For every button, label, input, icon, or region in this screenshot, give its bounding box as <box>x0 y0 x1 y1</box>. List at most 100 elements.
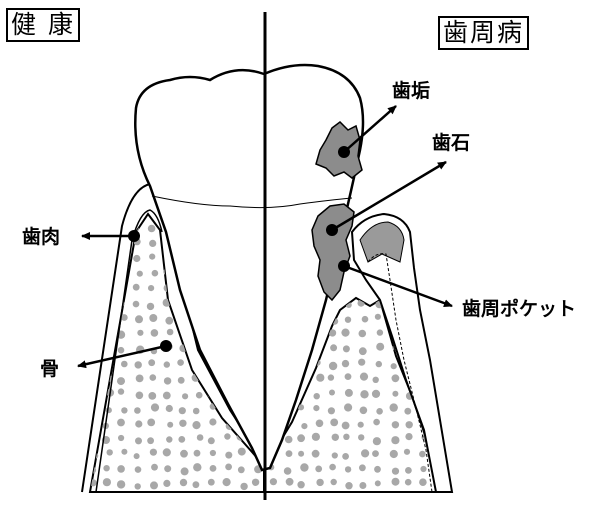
bone-label: 骨 <box>40 358 59 380</box>
bone-dot-texture <box>151 464 158 471</box>
pocket-label: 歯周ポケット <box>462 298 576 320</box>
bone-dot-texture <box>121 449 127 455</box>
bone-dot-texture <box>90 375 98 383</box>
bone-dot-texture <box>360 390 368 398</box>
bone-dot-texture <box>178 377 185 384</box>
bone-dot-texture <box>298 451 304 457</box>
bone-dot-texture <box>106 227 114 235</box>
bone-dot-texture <box>149 240 156 247</box>
bone-dot-texture <box>314 393 320 399</box>
bone-dot-texture <box>375 480 381 486</box>
bone-dot-texture <box>406 421 413 428</box>
bone-dot-texture <box>286 478 294 486</box>
bone-dot-texture <box>103 478 111 486</box>
bone-dot-texture <box>102 496 109 502</box>
bone-dot-texture <box>177 493 185 501</box>
bone-dot-texture <box>362 316 369 323</box>
bone-dot-texture <box>117 377 125 385</box>
bone-dot-texture <box>89 345 97 353</box>
bone-dot-texture <box>150 374 157 381</box>
bone-dot-texture <box>103 465 109 471</box>
bone-dot-texture <box>434 378 441 385</box>
bone-dot-texture <box>328 407 335 414</box>
bone-dot-texture <box>404 210 412 218</box>
bone-dot-texture <box>103 238 111 246</box>
bone-dot-texture <box>419 451 426 458</box>
bone-dot-texture <box>238 448 246 456</box>
bone-dot-texture <box>192 421 200 429</box>
bone-dot-texture <box>347 272 355 280</box>
bone-dot-texture <box>208 391 215 398</box>
bone-dot-texture <box>435 317 443 325</box>
bone-dot-texture <box>166 498 173 502</box>
plaque-label: 歯垢 <box>392 80 430 102</box>
bone-dot-texture <box>148 285 154 291</box>
bone-dot-texture <box>390 450 398 458</box>
bone-dot-texture <box>376 408 383 415</box>
bone-dot-texture <box>297 496 305 502</box>
bone-dot-texture <box>330 419 338 427</box>
bone-dot-texture <box>390 403 398 411</box>
bone-dot-texture <box>166 436 172 442</box>
bone-dot-texture <box>375 314 381 320</box>
bone-dot-texture <box>421 300 428 307</box>
bone-dot-texture <box>373 419 380 426</box>
bone-dot-texture <box>313 405 319 411</box>
bone-dot-texture <box>118 435 124 441</box>
bone-dot-texture <box>345 466 351 472</box>
bone-dot-texture <box>148 392 156 400</box>
bone-dot-texture <box>149 494 155 500</box>
bone-dot-texture <box>135 466 142 473</box>
bone-dot-texture <box>359 347 367 355</box>
bone-dot-texture <box>252 479 259 486</box>
gum-label: 歯肉 <box>22 226 60 248</box>
bone-dot-texture <box>344 403 352 411</box>
bone-dot-texture <box>360 373 368 381</box>
bone-dot-texture <box>133 255 140 262</box>
bone-dot-texture <box>420 210 427 217</box>
bone-dot-texture <box>209 418 216 425</box>
bone-dot-texture <box>405 479 412 486</box>
bone-dot-texture <box>392 391 398 397</box>
bone-dot-texture <box>148 359 155 366</box>
bone-dot-texture <box>332 452 338 458</box>
bone-dot-texture <box>374 466 381 473</box>
bone-dot-texture <box>210 450 216 456</box>
calculus-dot <box>326 224 338 236</box>
bone-dot-texture <box>391 363 397 369</box>
bone-dot-texture <box>240 483 247 490</box>
pocket-dot <box>338 260 350 272</box>
bone-dot-texture <box>253 496 259 502</box>
bone-dot-texture <box>223 478 231 486</box>
healthy-panel-title: 健 康 <box>6 8 80 42</box>
bone-dot-texture <box>225 498 231 503</box>
bone-dot-texture <box>373 437 381 445</box>
bone-dot-texture <box>193 481 200 488</box>
bone-dot-texture <box>358 359 365 366</box>
bone-dot-texture <box>341 329 349 337</box>
bone-dot-texture <box>135 437 142 444</box>
bone-dot-texture <box>91 254 98 261</box>
bone-dot-texture <box>391 436 399 444</box>
bone-dot-texture <box>361 449 369 457</box>
bone-dot-texture <box>359 464 366 471</box>
bone-dot-texture <box>92 313 99 320</box>
bone-dot-texture <box>345 317 351 323</box>
bone-dot-texture <box>151 403 159 411</box>
bone-dot-texture <box>301 423 307 429</box>
bone-dot-texture <box>328 374 334 380</box>
disease-panel-title: 歯周病 <box>438 16 529 50</box>
bone-dot-texture <box>121 361 128 368</box>
bone-dot-texture <box>150 449 157 456</box>
bone-dot-texture <box>136 375 144 383</box>
bone-dot-texture <box>421 272 427 278</box>
bone-dot-texture <box>118 347 125 354</box>
bone-dot-texture <box>147 419 155 427</box>
bone-dot-texture <box>163 448 171 456</box>
bone-dot-texture <box>136 392 144 400</box>
bone-dot-texture <box>118 388 124 394</box>
bone-dot-texture <box>209 495 217 502</box>
bone-dot-texture <box>300 463 308 471</box>
bone-dot-texture <box>417 255 425 263</box>
